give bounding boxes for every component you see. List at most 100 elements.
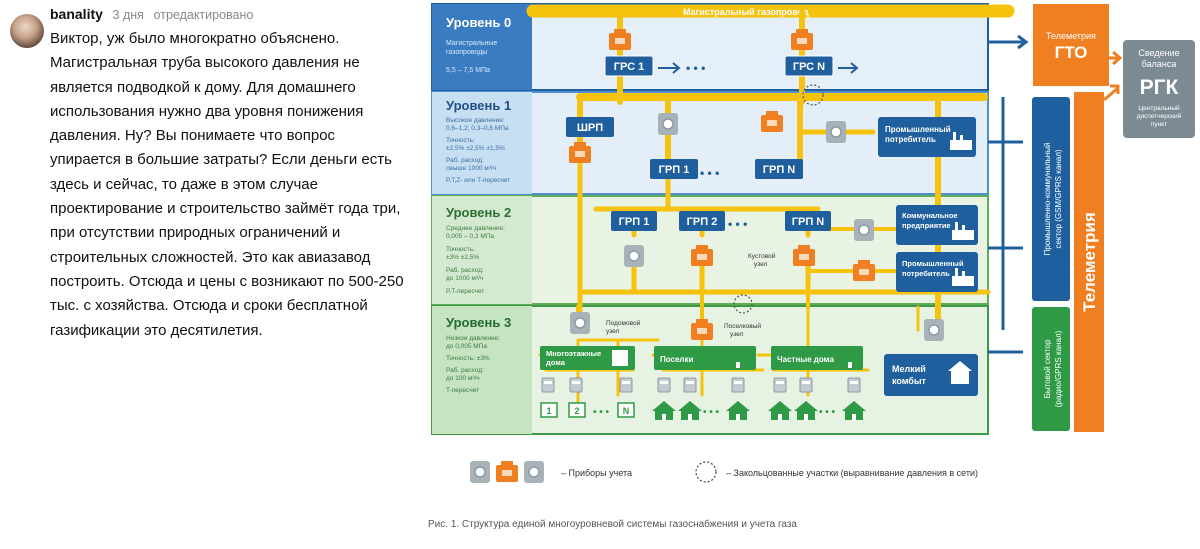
level-3-title: Уровень 3 (446, 315, 511, 330)
industrial-consumer-2-label-2: потребитель (902, 269, 950, 278)
level-3-line-2: до 0,005 МПа (446, 343, 487, 350)
flat-2-label: 2 (574, 406, 579, 416)
level-3-line-5: до 100 м³/ч (446, 375, 480, 382)
level-2-line-3: Точность: (446, 246, 475, 253)
flat-n-label: N (623, 406, 630, 416)
grp-2-label: ГРП 2 (687, 216, 718, 228)
meter-icon (657, 112, 679, 136)
municipal-sector-label-1: Промышленно-коммунальный (1043, 143, 1052, 256)
level-2-title: Уровень 2 (446, 205, 511, 220)
level-1-line-7: P,T,Z- или T-пересчет (446, 177, 510, 184)
level-2-line-5: Раб. расход: (446, 266, 484, 274)
loop-icon (802, 84, 824, 106)
meter-icon (799, 377, 813, 393)
settlement-node-label-1: Поселковый (724, 322, 761, 330)
meter-icon (773, 377, 787, 393)
meter-icon (541, 377, 555, 393)
household-sector-label-1: Бытовой сектор (1043, 339, 1052, 398)
settlement-node-label-2: узел (730, 331, 744, 338)
industrial-consumer-2-label-1: Промышленный (902, 259, 964, 268)
villages-label: Поселки (660, 355, 694, 364)
grp-n-label-l1: ГРП N (763, 164, 796, 176)
level-0-title: Уровень 0 (446, 15, 511, 30)
comment-author[interactable]: banality (50, 6, 103, 22)
avatar[interactable] (10, 14, 44, 48)
level-3-line-1: Низкое давление: (446, 335, 500, 342)
household-sector-label-2: (радио/GPRS канал) (1054, 330, 1063, 407)
meter-icon (731, 377, 745, 393)
level-0-line-2: газопроводы (446, 49, 487, 56)
level-1-line-6: свыше 1000 м³/ч (446, 165, 496, 172)
level-2-line-2: 0,005 – 0,3 МПа (446, 233, 494, 240)
loop-icon (695, 461, 717, 483)
grp-1-label: ГРП 1 (659, 164, 690, 176)
grs-1-label: ГРС 1 (614, 61, 644, 73)
industrial-consumer-1-label-2: потребитель (885, 135, 936, 144)
grs-n-label: ГРС N (793, 61, 825, 73)
level-1-line-2: 0,6–1,2; 0,3–0,6 МПа (446, 125, 509, 132)
apartments-label-1: Многоэтажные (546, 349, 601, 358)
comment-text: Виктор, уж было многократно объяснено. М… (50, 30, 404, 339)
grp-n-label-l2: ГРП N (792, 216, 825, 228)
shrp-label: ШРП (577, 122, 603, 134)
cluster-node-label-1: Кустовой (748, 252, 776, 260)
level-labels: Уровень 0 Магистральные газопроводы 5,5 … (446, 15, 511, 394)
level-1-title: Уровень 1 (446, 98, 511, 113)
meter-icon (853, 218, 875, 242)
gto-label: ГТО (1055, 43, 1088, 62)
level-2-nodes: ГРП 1 ГРП 2 ГРП N • • • Кустовой узел Ко… (611, 205, 978, 292)
level-3-line-3: Точность: ±3% (446, 355, 490, 362)
loop-markers (733, 84, 824, 314)
level-1-nodes: ШРП ГРП 1 ГРП N • • • Промышленный потре… (566, 111, 976, 180)
meter-icon (523, 460, 545, 484)
gas-supply-diagram: Уровень 0 Магистральные газопроводы 5,5 … (428, 3, 1195, 530)
apartments-label-2: дома (546, 358, 566, 367)
municipal-sector-label-2: сектор (GSM/GPRS канал) (1054, 149, 1063, 248)
grs-dots: • • • (686, 61, 705, 75)
flat-dots: • • • (593, 407, 610, 418)
municipal-label-1: Коммунальное (902, 211, 958, 220)
level-1-line-4: ±2,5% ±2,5% ±1,5% (446, 145, 505, 152)
building-icon (612, 350, 628, 366)
grp-1-label-l2: ГРП 1 (619, 216, 650, 228)
level-2-line-4: ±3% ±2,5% (446, 254, 479, 261)
figure-caption: Рис. 1. Структура единой многоуровневой … (428, 518, 797, 530)
telemetry-panels: Телеметрия ГТО Сведение баланса РГК Цент… (988, 4, 1195, 432)
loop-icon (733, 294, 753, 314)
legend-meters-label: – Приборы учета (561, 468, 632, 478)
level-3-line-6: T-пересчет (446, 387, 479, 394)
rgk-sub-1: Центральный (1138, 104, 1180, 112)
grp-dots: • • • (700, 166, 719, 180)
level-1-line-3: Точность: (446, 137, 475, 144)
level-3-nodes: Подомовой узел Поселковый узел Многоэтаж… (540, 311, 978, 420)
cluster-node-label-2: узел (754, 261, 768, 268)
meter-icon (496, 461, 518, 482)
meter-icon (623, 244, 645, 268)
level-0-line-3: 5,5 – 7,5 МПа (446, 67, 490, 74)
meter-icon (825, 120, 847, 144)
entrance-node-label-1: Подомовой (606, 319, 641, 327)
legend: – Приборы учета – Закольцованные участки… (469, 460, 978, 484)
level-0-nodes: ГРС 1 ГРС N • • • (604, 29, 859, 77)
main-pipeline-label: Магистральный газопровод (683, 7, 809, 17)
private-houses-label: Частные дома (777, 355, 834, 364)
private-dots: • • • (819, 407, 836, 418)
rgk-sub-2: диспетчерский (1137, 112, 1182, 120)
level-0-line-1: Магистральные (446, 40, 497, 47)
gto-title: Телеметрия (1046, 31, 1096, 41)
meter-icon (469, 460, 491, 484)
rgk-title-1: Сведение (1138, 48, 1179, 58)
flat-1-label: 1 (546, 406, 551, 416)
meter-icon (569, 311, 591, 335)
meter-icon (683, 377, 697, 393)
level-2-line-6: до 1000 м³/ч (446, 275, 483, 282)
comment-date[interactable]: 3 дня (112, 8, 144, 22)
comment-meta: banality 3 дня отредактировано (50, 6, 253, 22)
meter-icon (923, 318, 945, 342)
level-3-line-4: Раб. расход: (446, 366, 484, 374)
rgk-title-2: баланса (1142, 59, 1177, 69)
rgk-label: РГК (1140, 76, 1179, 99)
grp-dots-l2: • • • (728, 217, 747, 231)
small-consumer-label-1: Мелкий (892, 364, 926, 374)
telemetry-vertical-label: Телеметрия (1080, 212, 1099, 312)
